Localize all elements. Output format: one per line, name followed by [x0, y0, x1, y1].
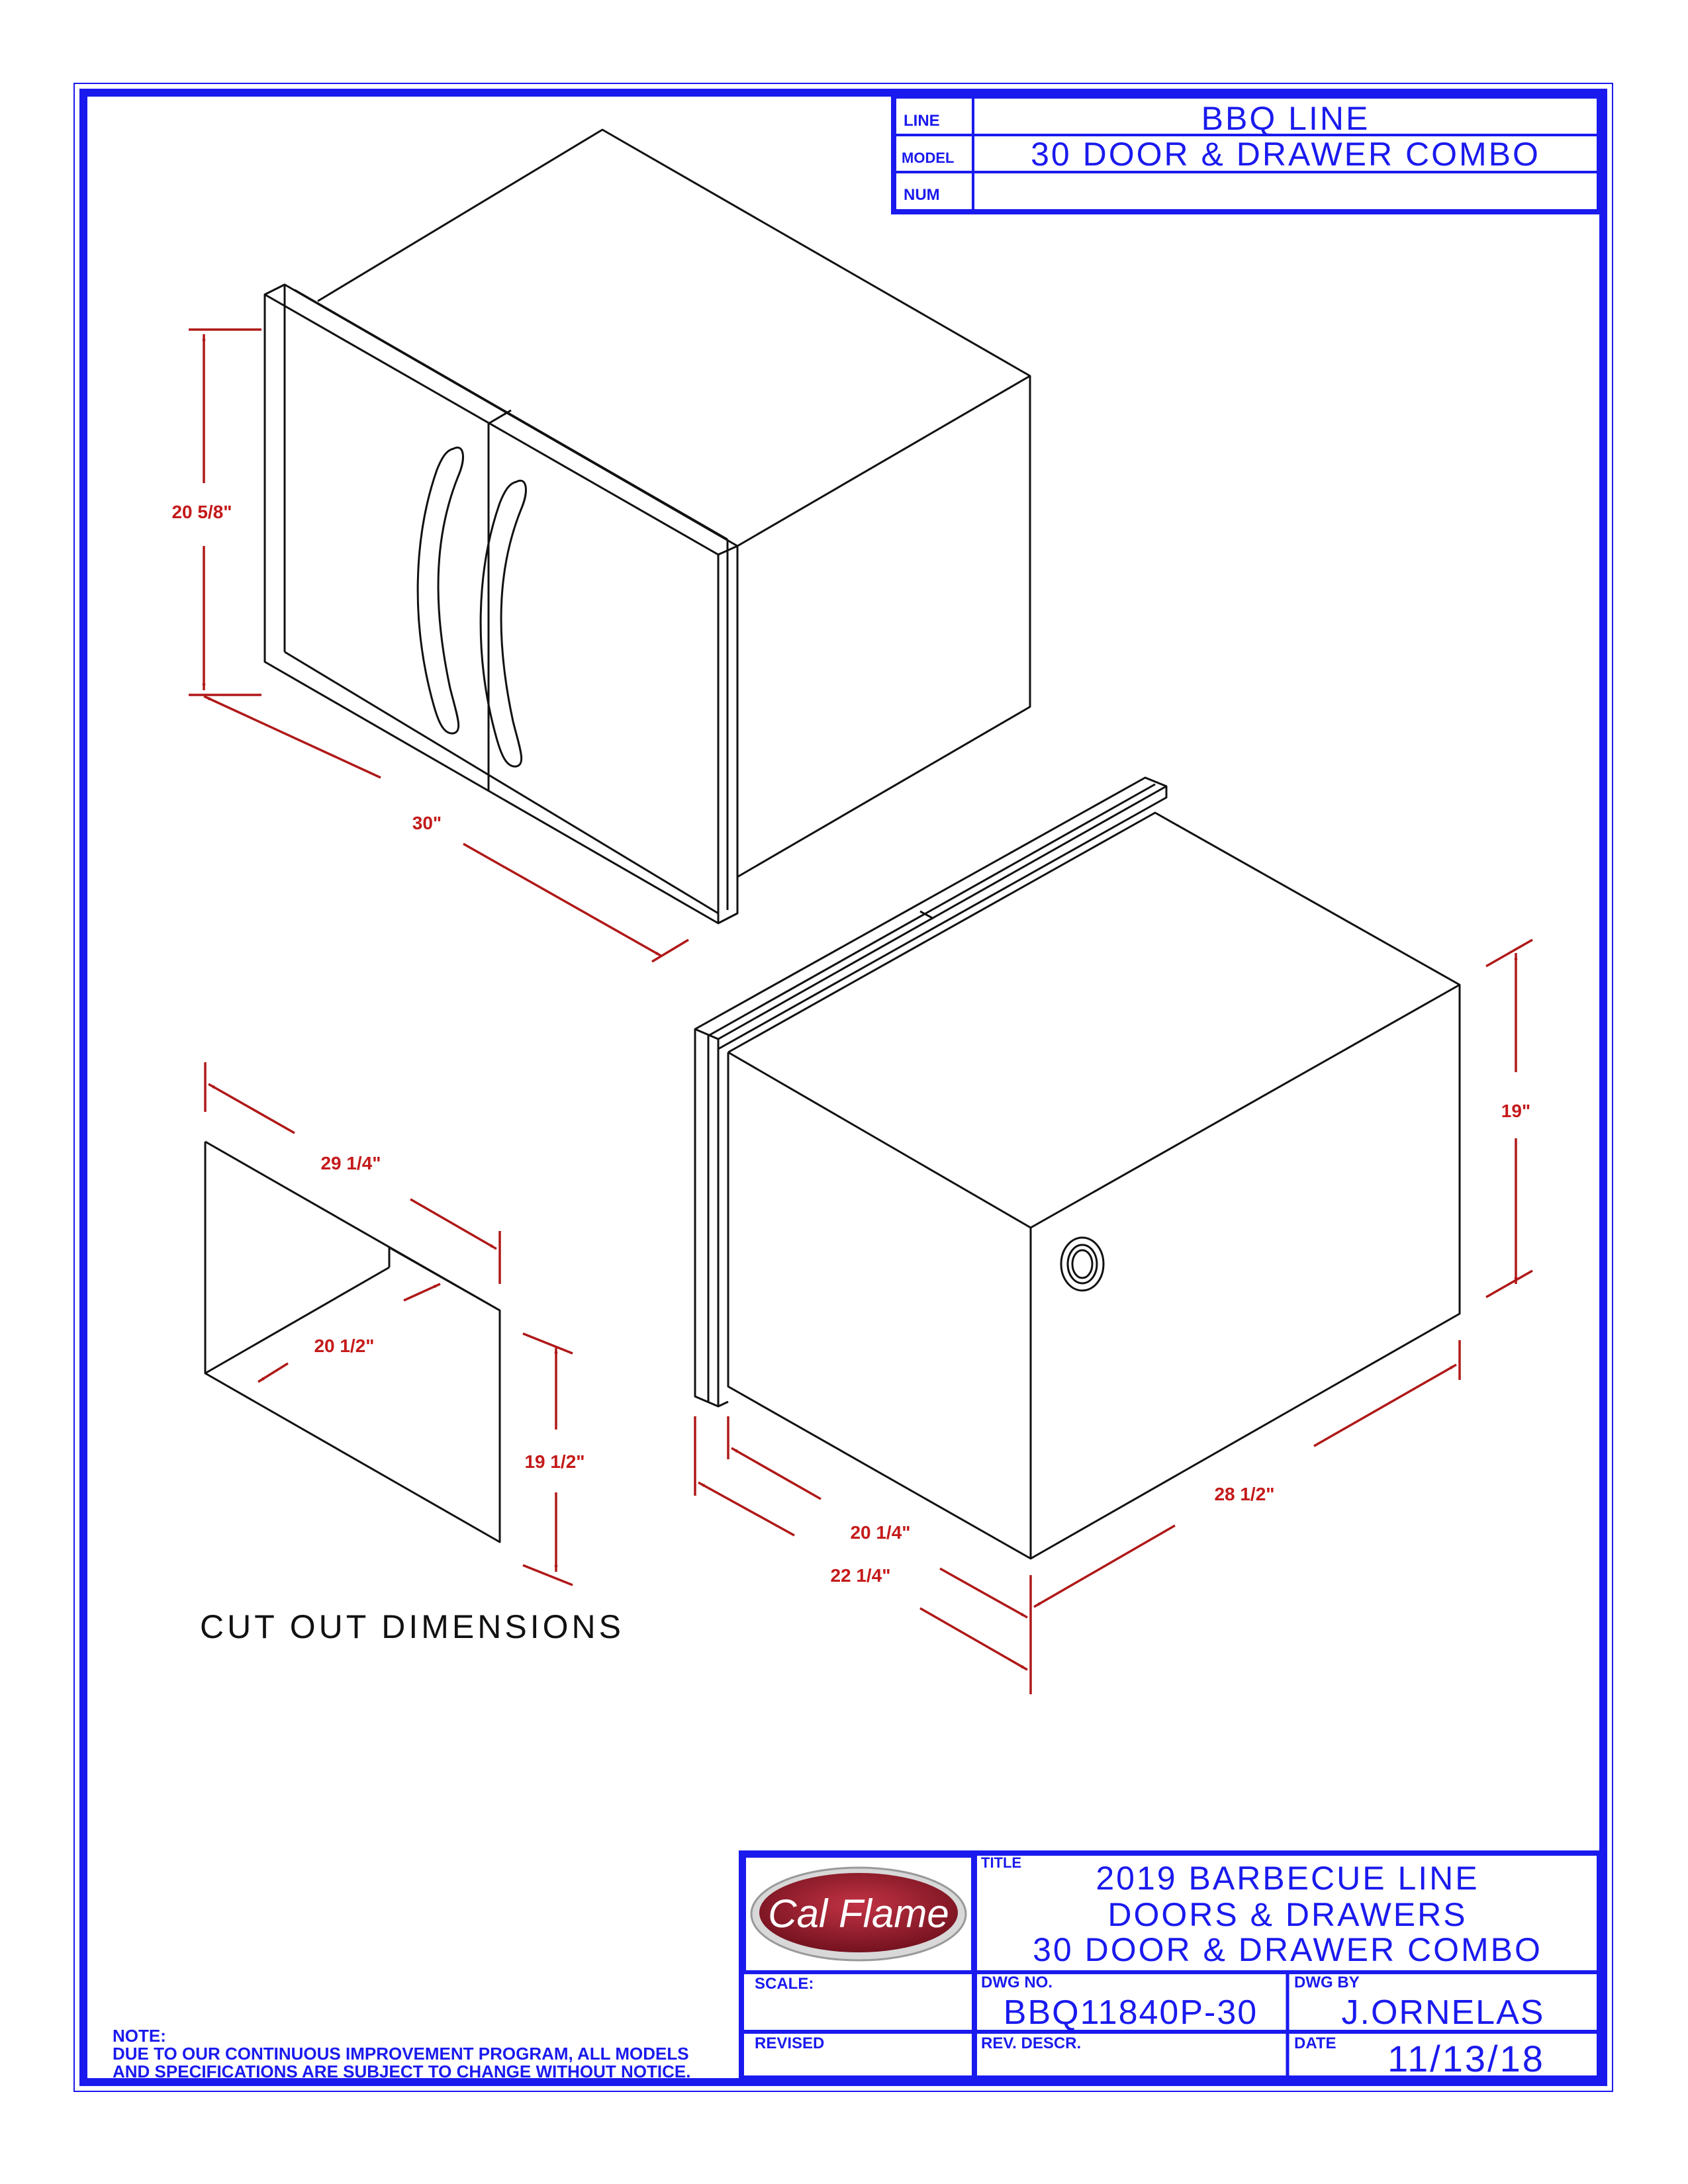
- dwg-no-label: DWG NO.: [981, 1974, 1053, 1991]
- title-line-1: 2019 BARBECUE LINE: [1096, 1860, 1479, 1897]
- cutout-caption: CUT OUT DIMENSIONS: [200, 1608, 624, 1645]
- line-value: BBQ LINE: [1201, 100, 1370, 137]
- dwg-no-value: BBQ11840P-30: [1004, 1993, 1258, 2032]
- drawer-assembly: [694, 776, 1461, 1560]
- top-title-block: LINE MODEL NUM BBQ LINE 30 DOOR & DRAWER…: [891, 93, 1602, 214]
- dim-drawer-depth: 28 1/2": [1214, 1484, 1274, 1504]
- dim-drawer-front-inner: 20 1/4": [850, 1522, 910, 1543]
- main-border: [79, 89, 1607, 2086]
- dim-door-height: 20 5/8": [171, 502, 232, 522]
- dim-cutout-width: 29 1/4": [320, 1153, 381, 1173]
- cal-flame-logo: Cal Flame: [750, 1866, 967, 1962]
- line-label: LINE: [904, 112, 940, 130]
- title-label: TITLE: [981, 1854, 1021, 1871]
- note-line-1: DUE TO OUR CONTINUOUS IMPROVEMENT PROGRA…: [113, 2044, 689, 2064]
- dim-cutout-depth: 20 1/2": [314, 1336, 374, 1356]
- dim-cutout-height: 19 1/2": [524, 1451, 585, 1472]
- door-assembly: [263, 128, 1031, 925]
- date-label: DATE: [1294, 2034, 1336, 2052]
- title-line-3: 30 DOOR & DRAWER COMBO: [1033, 1931, 1542, 1968]
- dwg-by-value: J.ORNELAS: [1342, 1993, 1545, 2032]
- drawer-dimensions: 19" 28 1/2" 20 1/4" 22 1/4": [694, 938, 1533, 1694]
- rev-descr-label: REV. DESCR.: [981, 2034, 1081, 2052]
- cutout-dimensions: 29 1/4" 20 1/2" 19 1/2": [204, 1062, 585, 1586]
- dwg-by-label: DWG BY: [1294, 1974, 1360, 1991]
- model-value: 30 DOOR & DRAWER COMBO: [1031, 136, 1540, 173]
- note-heading: NOTE:: [113, 2026, 166, 2046]
- dim-drawer-height: 19": [1501, 1101, 1530, 1121]
- outer-thin-border: [73, 83, 1613, 2092]
- scale-label: SCALE:: [755, 1975, 814, 1993]
- note-block: NOTE: DUE TO OUR CONTINUOUS IMPROVEMENT …: [113, 2026, 690, 2081]
- title-line-2: DOORS & DRAWERS: [1107, 1896, 1467, 1933]
- bottom-title-block: Cal Flame TITLE 2019 BARBECUE LINE DOORS…: [739, 1850, 1602, 2081]
- revised-label: REVISED: [755, 2034, 824, 2052]
- door-dimensions: 20 5/8" 30": [171, 328, 689, 963]
- cutout-diagram: [204, 1140, 501, 1543]
- dim-drawer-front-outer: 22 1/4": [830, 1565, 890, 1586]
- note-line-2: AND SPECIFICATIONS ARE SUBJECT TO CHANGE…: [113, 2062, 690, 2081]
- logo-text: Cal Flame: [768, 1891, 949, 1936]
- num-label: NUM: [904, 186, 940, 204]
- model-label: MODEL: [902, 150, 954, 166]
- date-value: 11/13/18: [1387, 2038, 1545, 2079]
- dim-door-width: 30": [412, 813, 442, 833]
